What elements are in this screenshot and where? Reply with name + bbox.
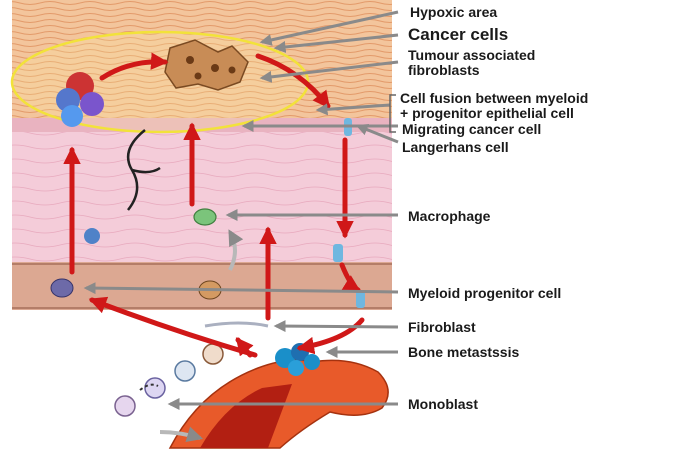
fibroblast-pointer <box>273 320 399 333</box>
hypoxic-area-outline <box>10 30 310 134</box>
label-langerhans-cell: Langerhans cell <box>402 139 509 155</box>
cancer-cells-pointer <box>273 33 399 53</box>
cell-fusion-pointer <box>315 103 391 116</box>
langerhans-cell-pointer <box>355 123 399 144</box>
label-tumour-fibroblasts: Tumour associated fibroblasts <box>408 47 536 78</box>
label-cancer-cells: Cancer cells <box>408 25 509 44</box>
myeloid-progenitor-pointer <box>83 282 399 295</box>
myeloid-cell-vessel-left <box>50 278 74 298</box>
monoblast-cell-3 <box>174 360 196 382</box>
label-bone-metastasis: Bone metastssis <box>408 344 520 360</box>
langerhans-cell-dendrite <box>126 129 161 211</box>
label-migrating-cancer-cell: Migrating cancer cell <box>402 121 542 137</box>
monoblast-cell-1 <box>114 395 136 417</box>
label-cell-fusion: Cell fusion between myeloid + progenitor… <box>400 90 589 121</box>
label-hypoxic-area: Hypoxic area <box>410 4 498 20</box>
label-macrophage: Macrophage <box>408 208 491 224</box>
label-myeloid-progenitor: Myeloid progenitor cell <box>408 285 562 301</box>
label-fibroblast: Fibroblast <box>408 319 476 335</box>
cell-transition-arrows <box>139 229 244 442</box>
fibroblasts-pointer <box>259 60 399 83</box>
label-bracket <box>389 94 396 133</box>
migrating-cell-in-vessel <box>356 290 365 308</box>
fused-cell-cluster <box>56 72 104 127</box>
label-monoblast: Monoblast <box>408 396 478 412</box>
macrophage-cell <box>193 208 217 226</box>
hypoxic-area-pointer <box>259 10 399 46</box>
migration-flow-arrows <box>63 52 365 358</box>
dermal-cell <box>84 228 100 244</box>
monoblast-cell-2 <box>144 377 166 399</box>
migrating-cell-in-dermis <box>333 244 343 262</box>
cancer-cell-cluster <box>164 39 249 91</box>
fibroblast-streak <box>204 321 269 328</box>
